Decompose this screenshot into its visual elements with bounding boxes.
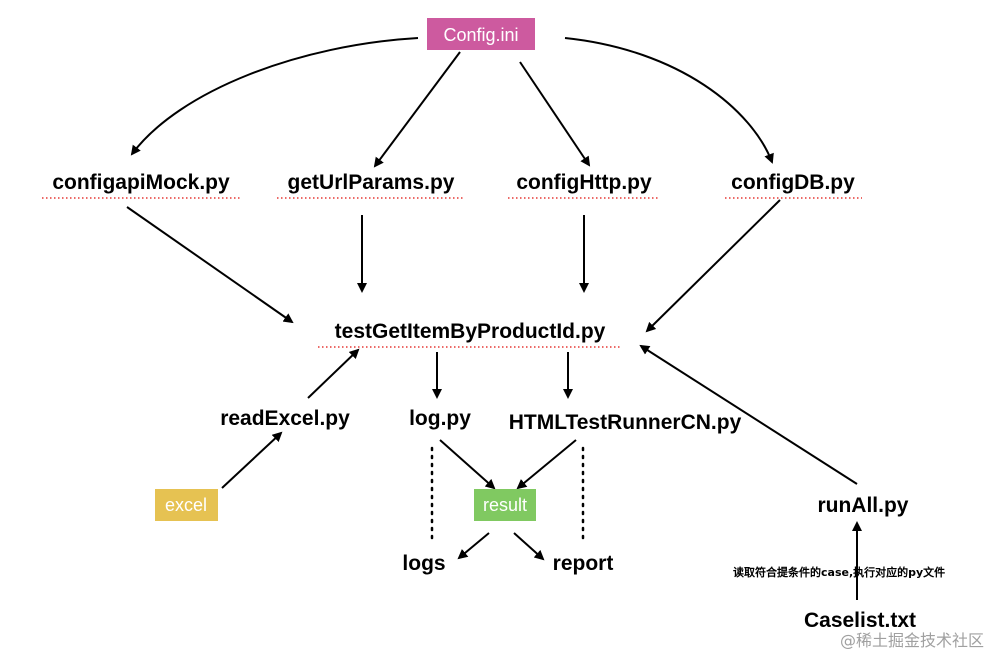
arrow-config-to-configapimock xyxy=(130,37,419,156)
arrow-configdb-to-test xyxy=(645,199,781,333)
arrow-config-to-geturlparams xyxy=(373,51,461,168)
excel-node: excel xyxy=(155,489,218,521)
arrow-readexcel-to-test xyxy=(307,348,360,399)
geturlparams-label: getUrlParams.py xyxy=(288,171,455,194)
config-ini-box xyxy=(427,18,535,50)
confighttp-label: configHttp.py xyxy=(516,171,652,194)
arrow-config-to-confighttp xyxy=(519,61,591,167)
caselist-annotation: 读取符合提条件的case,执行对应的py文件 xyxy=(733,565,945,579)
arrow-runall-to-test xyxy=(639,344,858,485)
arrow-excel-to-readexcel xyxy=(221,431,283,489)
configdb-label: configDB.py xyxy=(731,171,855,194)
htmltestrunner-label: HTMLTestRunnerCN.py xyxy=(509,411,742,434)
report-label: report xyxy=(553,552,614,575)
result-label: result xyxy=(483,495,527,515)
arrow-log-to-result xyxy=(439,439,496,490)
readexcel-label: readExcel.py xyxy=(220,407,350,430)
runall-label: runAll.py xyxy=(817,494,908,517)
config-ini-node: Config.ini xyxy=(427,18,535,50)
logs-label: logs xyxy=(402,552,445,575)
result-node: result xyxy=(474,489,536,521)
arrow-result-to-logs xyxy=(457,532,490,560)
testgetitem-label: testGetItemByProductId.py xyxy=(335,320,606,343)
configapimock-label: configapiMock.py xyxy=(52,171,230,194)
excel-box xyxy=(155,489,218,521)
watermark: @稀土掘金技术社区 xyxy=(840,631,984,650)
log-label: log.py xyxy=(409,407,471,430)
arrow-configapimock-to-test xyxy=(126,206,294,324)
result-box xyxy=(474,489,536,521)
arrow-result-to-report xyxy=(513,532,545,561)
config-ini-label: Config.ini xyxy=(443,25,518,45)
arrow-config-to-configdb xyxy=(564,37,774,164)
caselist-label: Caselist.txt xyxy=(804,609,916,632)
excel-label: excel xyxy=(165,495,207,515)
arrow-htmltestrunner-to-result xyxy=(516,439,577,490)
